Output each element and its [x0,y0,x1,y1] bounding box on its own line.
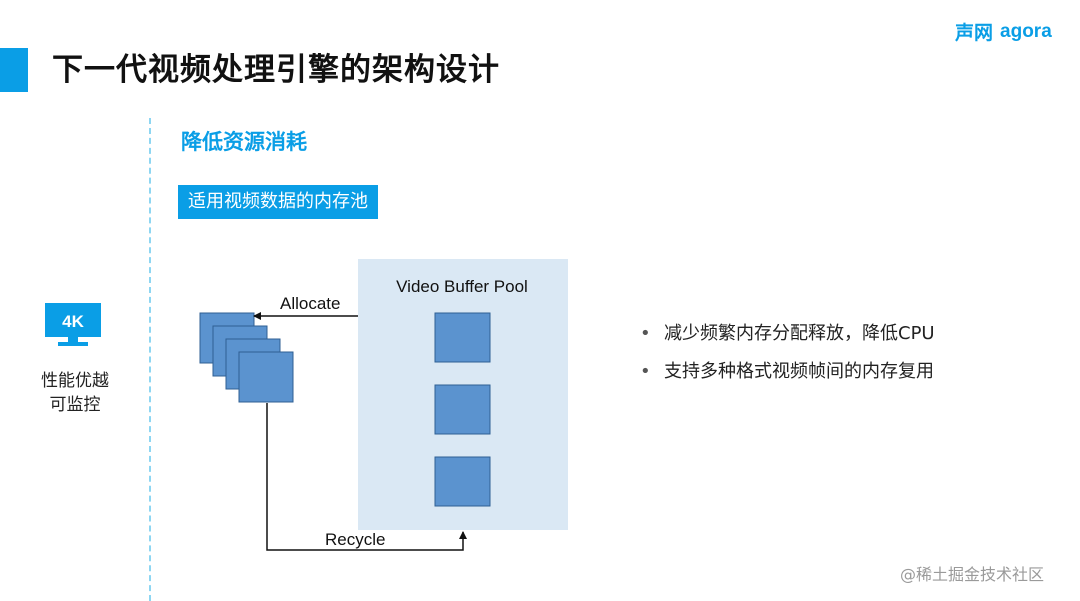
bullet-text: 支持多种格式视频帧间的内存复用 [664,361,934,382]
recycle-label: Recycle [325,530,385,549]
agora-logo: 声网 agora [955,18,1052,46]
sidebar-label: 性能优越 可监控 [30,369,120,417]
monitor-4k-icon: 4K [45,303,101,346]
pool-buffers [434,312,491,507]
recycle-arrow [266,403,467,551]
logo-en-text: agora [1000,20,1052,42]
allocate-label: Allocate [280,294,340,313]
watermark: @稀土掘金技术社区 [900,565,1045,584]
section-tag: 适用视频数据的内存池 [178,185,378,219]
bullet-dot: • [640,361,651,382]
pool-buffer-block [434,456,491,507]
monitor-stand [68,337,78,342]
sidebar-label-line2: 可监控 [49,395,101,415]
bullet-item: • 支持多种格式视频帧间的内存复用 [640,360,935,384]
bullet-text: 减少频繁内存分配释放，降低CPU [664,323,935,344]
logo-cn-text: 声网 [955,22,994,44]
pool-label: Video Buffer Pool [396,277,528,296]
pool-buffer-block [434,312,491,363]
sidebar-label-line1: 性能优越 [41,371,109,391]
allocated-buffers [199,312,294,403]
bullet-list: • 减少频繁内存分配释放，降低CPU • 支持多种格式视频帧间的内存复用 [640,322,935,398]
vertical-dashed-divider [149,118,151,601]
bullet-dot: • [640,323,651,344]
page-title: 下一代视频处理引擎的架构设计 [52,52,500,88]
monitor-screen [45,303,101,337]
pool-buffer-block [434,384,491,435]
section-title: 降低资源消耗 [181,130,307,154]
title-accent-bar [0,48,28,92]
allocated-buffer-block [238,351,294,403]
bullet-item: • 减少频繁内存分配释放，降低CPU [640,322,935,346]
monitor-base [58,342,88,346]
monitor-4k-text: 4K [62,312,84,331]
